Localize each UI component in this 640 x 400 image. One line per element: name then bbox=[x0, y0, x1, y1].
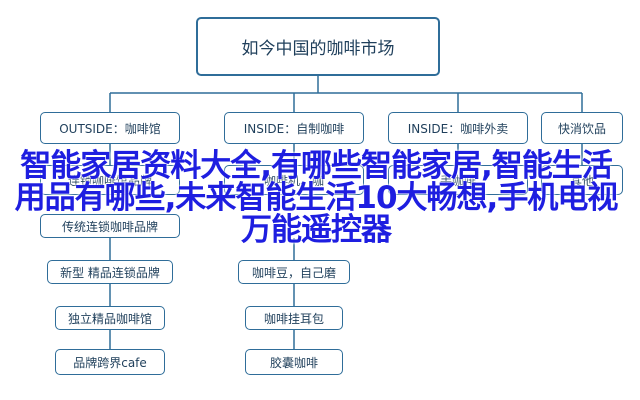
node-drip-bag: 咖啡挂耳包 bbox=[245, 306, 343, 330]
node-independent-cafe: 独立精品咖啡馆 bbox=[55, 306, 165, 330]
overlay-title: 智能家居资料大全,有哪些智能家居,智能生活用品有哪些,未来智能生活10大畅想,手… bbox=[14, 148, 619, 248]
category-inside-delivery: INSIDE：咖啡外卖 bbox=[388, 112, 528, 144]
node-crossover-cafe: 品牌跨界cafe bbox=[55, 349, 165, 375]
node-hand-coffee: 手咖啡 bbox=[388, 165, 528, 195]
node-boutique-chain: 新型 精品连锁品牌 bbox=[47, 260, 173, 284]
node-grind-beans: 咖啡豆，自己磨 bbox=[238, 260, 350, 284]
category-inside-diy: INSIDE：自制咖啡 bbox=[224, 112, 364, 144]
node-machine: 咖啡机、咖 bbox=[224, 165, 364, 195]
node-capsule: 胶囊咖啡 bbox=[245, 349, 343, 375]
category-fmcg: 快消饮品 bbox=[541, 112, 623, 144]
category-outside-cafe: OUTSIDE：咖啡馆 bbox=[40, 112, 180, 144]
node-traditional-chain: 传统连锁咖啡品牌 bbox=[40, 214, 180, 238]
node-chain-cafe: 连锁咖啡馆品牌 bbox=[40, 165, 180, 195]
node-other: 其他 bbox=[541, 165, 623, 195]
root-node: 如今中国的咖啡市场 bbox=[196, 17, 440, 76]
